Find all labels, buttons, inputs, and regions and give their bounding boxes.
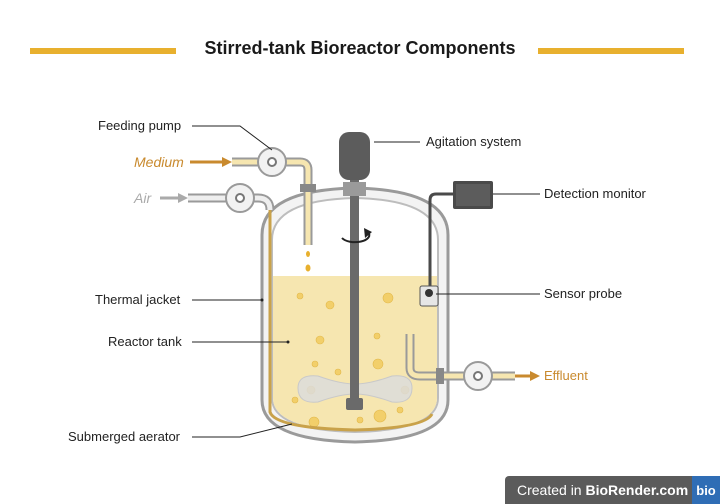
agitator-motor <box>339 132 370 180</box>
label-detection-monitor: Detection monitor <box>544 186 646 201</box>
biorender-badge[interactable]: Created in BioRender.com bio <box>505 476 720 504</box>
label-sensor-probe: Sensor probe <box>544 286 623 301</box>
label-submerged-aerator: Submerged aerator <box>68 429 181 444</box>
title-bar-left <box>30 48 176 54</box>
agitator-shaft <box>350 176 359 406</box>
sensor-cable <box>428 192 453 288</box>
biorender-logo-icon: bio <box>692 476 720 504</box>
leader-lines <box>192 125 540 438</box>
label-feeding-pump: Feeding pump <box>98 118 182 133</box>
submerged-aerator <box>268 205 434 432</box>
medium-arrow-icon <box>190 157 232 167</box>
effluent-arrow-icon <box>515 371 540 381</box>
diagram-title: Stirred-tank Bioreactor Components <box>204 38 516 58</box>
label-air: Air <box>134 190 152 206</box>
label-reactor-tank: Reactor tank <box>108 334 182 349</box>
label-thermal-jacket: Thermal jacket <box>95 292 181 307</box>
rotation-arrow-icon <box>341 231 371 244</box>
label-agitation-system: Agitation system <box>426 134 522 149</box>
badge-text: Created in BioRender.com <box>517 482 689 498</box>
air-arrow-icon <box>160 193 188 203</box>
label-effluent: Effluent <box>544 368 588 383</box>
title-bar-right <box>538 48 684 54</box>
label-medium: Medium <box>134 154 184 170</box>
